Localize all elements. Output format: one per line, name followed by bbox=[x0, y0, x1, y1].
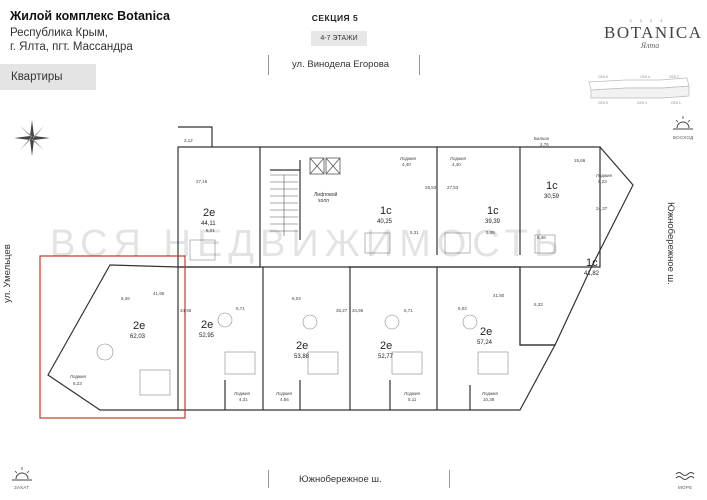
apt-bot-2e-d-extra-1: 10,38 bbox=[483, 397, 495, 402]
apt-top-2e-extra-0: 2,12 bbox=[184, 138, 193, 143]
street-top-label: ул. Винодела Егорова bbox=[292, 59, 389, 70]
mini-label-0: СЕК 6 bbox=[598, 75, 608, 79]
apt-right-1c-room-1: 5,33 bbox=[534, 302, 543, 307]
logo-year: 2024 bbox=[629, 18, 671, 23]
apt-top-1c-c-type: 1c bbox=[546, 180, 558, 192]
apt-top-1c-b-room-0: 27,53 bbox=[447, 185, 459, 190]
apt-left-2e-extra-0: Лоджия bbox=[70, 374, 87, 379]
apt-bot-2e-a-type: 2e bbox=[201, 319, 213, 331]
apt-bot-2e-c-extra-0: Лоджия bbox=[404, 391, 421, 396]
apt-bot-2e-b-room-0: 35,27 bbox=[336, 308, 348, 313]
apt-right-1c-extra-1: 6,23 bbox=[598, 179, 607, 184]
logo-word: BOTANICA bbox=[604, 23, 703, 42]
apt-top-1c-a-room-0: 26,53 bbox=[425, 185, 437, 190]
street-top-marker bbox=[268, 55, 420, 75]
apt-bot-2e-b-room-1: 6,03 bbox=[292, 296, 301, 301]
selected-apartment-frame bbox=[39, 255, 186, 419]
mini-label-2: СЕК 2 bbox=[669, 75, 679, 79]
street-right-label: Южнобережное ш. bbox=[664, 202, 676, 285]
apt-bot-2e-a-extra-1: 4,31 bbox=[239, 397, 248, 402]
apt-bot-2e-d-type: 2e bbox=[480, 326, 492, 338]
apt-right-1c-room-0: 24,37 bbox=[596, 206, 608, 211]
address-line-2: г. Ялта, пгт. Массандра bbox=[10, 41, 133, 53]
floors-badge: 4-7 ЭТАЖИ bbox=[311, 31, 367, 46]
apt-top-1c-c-area: 30,59 bbox=[544, 194, 560, 200]
apt-right-1c-extra-0: Лоджия bbox=[596, 173, 613, 178]
mini-label-4: СЕК 3 bbox=[637, 101, 647, 105]
apt-top-1c-a-area: 40,25 bbox=[377, 219, 393, 225]
apt-top-1c-b-room-1: 5,06 bbox=[486, 230, 495, 235]
apt-bot-2e-c-extra-1: 5,11 bbox=[408, 397, 417, 402]
apt-bot-2e-a-room-0: 34,95 bbox=[180, 308, 192, 313]
apt-bot-2e-c-room-0: 34,95 bbox=[352, 308, 364, 313]
apt-bot-2e-a-area: 52,95 bbox=[199, 333, 215, 339]
apt-left-2e-area: 62,03 bbox=[130, 334, 146, 340]
apt-top-1c-b-extra-0: Лоджия bbox=[450, 156, 467, 161]
apt-bot-2e-a-room-1: 5,71 bbox=[236, 306, 245, 311]
apt-top-1c-a-extra-1: 4,40 bbox=[402, 162, 411, 167]
apt-top-1c-a-type: 1c bbox=[380, 205, 392, 217]
apt-bot-2e-c-room-1: 5,71 bbox=[404, 308, 413, 313]
logo-subtitle: Ялта bbox=[640, 41, 660, 50]
sunrise-icon bbox=[673, 116, 693, 130]
apt-bot-2e-d-room-0: 41,80 bbox=[493, 293, 505, 298]
apt-left-2e-extra-1: 6,23 bbox=[73, 381, 82, 386]
apt-top-1c-c-room-0: 15,66 bbox=[574, 158, 586, 163]
apt-bot-2e-d-extra-0: Лоджия bbox=[482, 391, 499, 396]
apt-top-1c-c-extra-0: Балкон bbox=[534, 136, 550, 141]
apt-top-1c-b-type: 1c bbox=[487, 205, 499, 217]
apt-bot-2e-d-room-1: 6,03 bbox=[458, 306, 467, 311]
apt-top-1c-a-room-1: 5,31 bbox=[410, 230, 419, 235]
apt-top-1c-b-area: 39,39 bbox=[485, 219, 501, 225]
apt-bot-2e-b-extra-0: Лоджия bbox=[276, 391, 293, 396]
apt-bot-2e-b-area: 53,88 bbox=[294, 354, 310, 360]
apt-top-1c-a-extra-0: Лоджия bbox=[400, 156, 417, 161]
apt-top-2e-room-0: 27,16 bbox=[196, 179, 208, 184]
mini-label-1: СЕК 4 bbox=[640, 75, 650, 79]
apt-top-1c-b-extra-1: 4,40 bbox=[452, 162, 461, 167]
apt-top-1c-c-room-1: 5,46 bbox=[537, 235, 546, 240]
elevator-hall-l1: Лифтовой bbox=[314, 191, 337, 198]
apt-top-2e-room-1: 6,01 bbox=[206, 228, 215, 233]
apt-bot-2e-c-type: 2e bbox=[380, 340, 392, 352]
apt-bot-2e-b-type: 2e bbox=[296, 340, 308, 352]
complex-title: Жилой комплекс Botanica bbox=[10, 9, 170, 23]
apt-right-1c-type: 1c bbox=[586, 257, 598, 269]
sunset-icon bbox=[12, 467, 32, 481]
street-bottom-label: Южнобережное ш. bbox=[299, 474, 382, 485]
mini-label-3: СЕК 5 bbox=[598, 101, 608, 105]
section-title: СЕКЦИЯ 5 bbox=[311, 13, 359, 23]
compass-icon bbox=[14, 120, 50, 156]
apt-left-2e-room-1: 6,26 bbox=[121, 296, 130, 301]
apt-top-2e-area: 44,11 bbox=[201, 221, 216, 227]
apt-bot-2e-b-extra-1: 4,56 bbox=[280, 397, 289, 402]
apt-bot-2e-a-extra-0: Лоджия bbox=[234, 391, 251, 396]
address-line-1: Республика Крым, bbox=[10, 27, 108, 39]
street-left-label: ул. Умельцев bbox=[1, 244, 13, 303]
botanica-logo: 2024 BOTANICA Ялта bbox=[604, 18, 703, 50]
apt-top-1c-c-extra-1: 2,76 bbox=[540, 142, 549, 147]
watermark: ВСЯ НЕДВИЖИМОСТЬ bbox=[50, 223, 565, 265]
street-bottom-marker bbox=[268, 470, 450, 488]
apt-left-2e-room-0: 41,95 bbox=[153, 291, 165, 296]
apartments-tab[interactable]: Квартиры bbox=[0, 64, 96, 90]
sea-icon bbox=[675, 472, 695, 480]
apt-bot-2e-c-area: 52,77 bbox=[378, 354, 394, 360]
section-mini-plan: СЕК 6 СЕК 4 СЕК 2 СЕК 5 СЕК 3 СЕК 1 bbox=[588, 75, 690, 105]
elevator-hall-l2: холл bbox=[318, 198, 329, 204]
sunset-label: ЗАКАТ bbox=[14, 485, 30, 490]
apt-bot-2e-d-area: 57,24 bbox=[477, 340, 493, 346]
apt-right-1c-area: 41,82 bbox=[584, 271, 600, 277]
apt-top-2e-type: 2e bbox=[203, 207, 215, 219]
sunrise-label: ВОСХОД bbox=[673, 135, 694, 140]
apt-left-2e-type: 2e bbox=[133, 320, 145, 332]
mini-label-5: СЕК 1 bbox=[671, 101, 681, 105]
sea-label: МОРЕ bbox=[678, 485, 693, 490]
complex-address: Республика Крым, г. Ялта, пгт. Массандра bbox=[10, 26, 133, 54]
